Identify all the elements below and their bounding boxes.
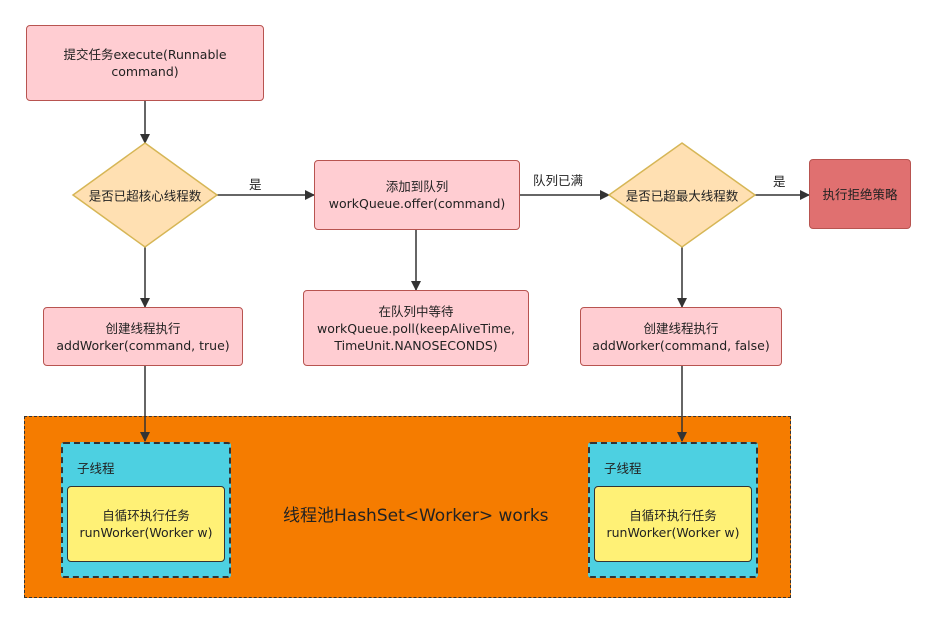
submit-task-node: 提交任务execute(Runnable command) — [26, 25, 264, 101]
core-decision-label: 是否已超核心线程数 — [88, 188, 202, 204]
create-max-thread-node: 创建线程执行 addWorker(command, false) — [580, 307, 782, 366]
thread-2-task: 自循环执行任务 runWorker(Worker w) — [594, 486, 752, 562]
thread-1-label: 子线程 — [77, 461, 115, 476]
add-to-queue-node: 添加到队列 workQueue.offer(command) — [314, 160, 520, 230]
thread-2-label: 子线程 — [604, 461, 642, 476]
edge-label-yes-1: 是 — [249, 177, 262, 192]
core-threads-decision — [71, 142, 219, 248]
thread-1-task: 自循环执行任务 runWorker(Worker w) — [67, 486, 225, 562]
thread-pool-label: 线程池HashSet<Worker> works — [283, 506, 549, 526]
create-core-thread-node: 创建线程执行 addWorker(command, true) — [43, 307, 243, 366]
max-decision-label: 是否已超最大线程数 — [625, 188, 739, 204]
reject-policy-node: 执行拒绝策略 — [809, 159, 911, 229]
edge-label-yes-2: 是 — [773, 174, 786, 189]
queue-wait-node: 在队列中等待 workQueue.poll(keepAliveTime, Tim… — [303, 290, 529, 366]
max-threads-decision — [607, 142, 757, 248]
edge-label-queue-full: 队列已满 — [533, 173, 584, 188]
